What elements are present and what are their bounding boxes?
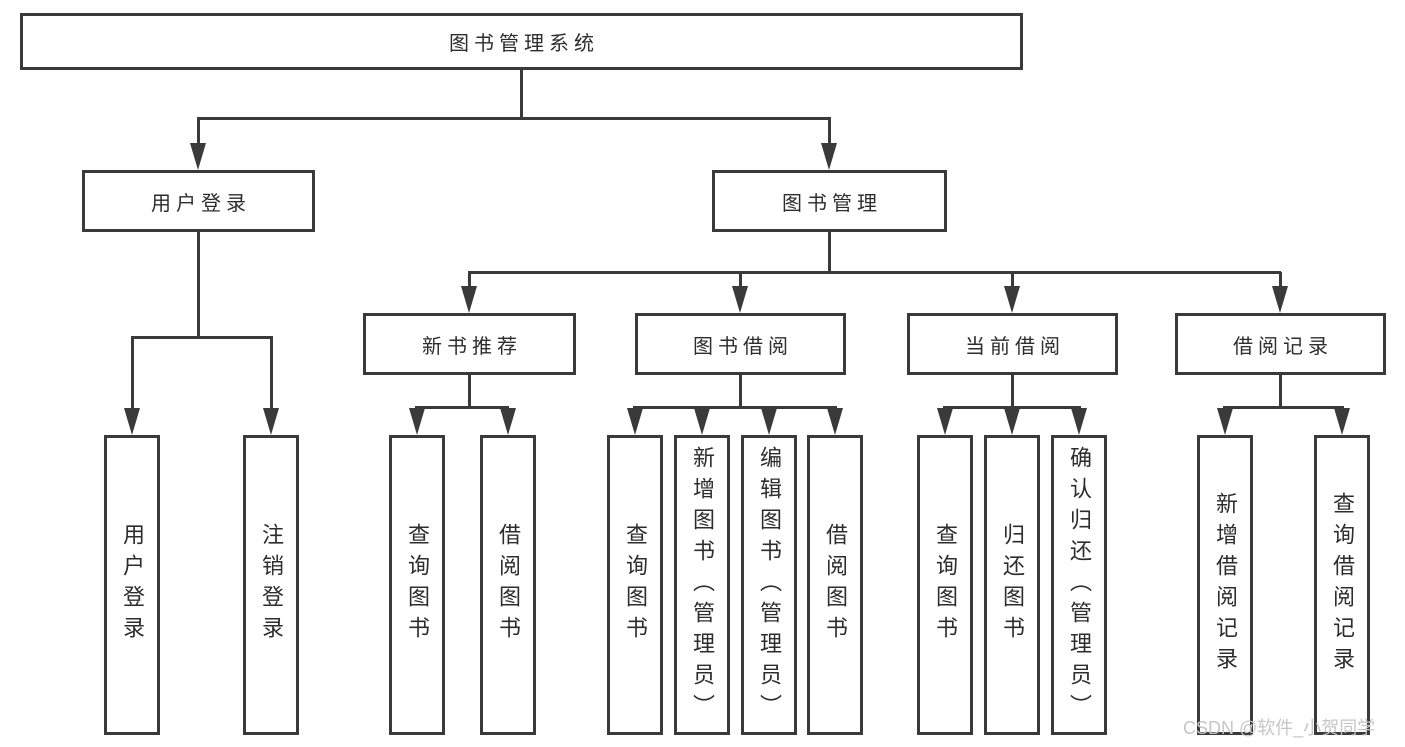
node-library-management-system: 图书管理系统 bbox=[20, 13, 1023, 70]
leaf-borrow-add-book-admin: 新增图书（管理员） bbox=[674, 435, 730, 735]
connector-stub bbox=[739, 375, 742, 407]
connector-line bbox=[828, 118, 831, 145]
arrowhead-down-icon bbox=[461, 286, 477, 313]
arrowhead-down-icon bbox=[821, 143, 837, 170]
leaf-borrow-borrow-book: 借阅图书 bbox=[807, 435, 863, 735]
connector-line bbox=[131, 337, 134, 410]
connector-root-stub bbox=[520, 70, 523, 118]
arrowhead-down-icon bbox=[500, 408, 516, 435]
arrowhead-down-icon bbox=[1217, 408, 1233, 435]
arrowhead-down-icon bbox=[827, 408, 843, 435]
connector-book-mgmt-stub bbox=[828, 232, 831, 273]
leaf-current-confirm-return-admin: 确认归还（管理员） bbox=[1051, 435, 1107, 735]
leaf-current-return-book: 归还图书 bbox=[984, 435, 1040, 735]
arrowhead-down-icon bbox=[124, 408, 140, 435]
leaf-record-add-borrow-record: 新增借阅记录 bbox=[1197, 435, 1253, 735]
connector-hline bbox=[415, 406, 509, 409]
arrowhead-down-icon bbox=[1004, 286, 1020, 313]
watermark-text: CSDN @软件_小贺同学 bbox=[1183, 718, 1376, 738]
node-current-borrow: 当前借阅 bbox=[907, 313, 1118, 375]
connector-line bbox=[1011, 272, 1014, 288]
connector-line bbox=[1279, 272, 1282, 288]
node-book-management: 图书管理 bbox=[712, 170, 947, 232]
arrowhead-down-icon bbox=[627, 408, 643, 435]
leaf-newbook-borrow-book: 借阅图书 bbox=[480, 435, 536, 735]
arrowhead-down-icon bbox=[409, 408, 425, 435]
leaf-current-query-book: 查询图书 bbox=[917, 435, 973, 735]
arrowhead-down-icon bbox=[732, 286, 748, 313]
leaf-user-login: 用户登录 bbox=[104, 435, 160, 735]
arrowhead-down-icon bbox=[263, 408, 279, 435]
connector-book-mgmt-hline bbox=[468, 271, 1281, 274]
connector-line bbox=[197, 118, 200, 145]
node-borrow-records: 借阅记录 bbox=[1175, 313, 1386, 375]
connector-line bbox=[270, 337, 273, 410]
node-new-book-recommend: 新书推荐 bbox=[363, 313, 576, 375]
connector-hline bbox=[633, 406, 837, 409]
node-user-login: 用户登录 bbox=[82, 170, 315, 232]
connector-user-login-hline bbox=[131, 336, 273, 339]
leaf-newbook-query-book: 查询图书 bbox=[389, 435, 445, 735]
leaf-borrow-query-book: 查询图书 bbox=[607, 435, 663, 735]
connector-root-hline bbox=[197, 117, 831, 120]
leaf-record-query-borrow-record: 查询借阅记录 bbox=[1314, 435, 1370, 735]
node-book-borrow: 图书借阅 bbox=[635, 313, 846, 375]
connector-hline bbox=[1223, 406, 1344, 409]
arrowhead-down-icon bbox=[1272, 286, 1288, 313]
arrowhead-down-icon bbox=[1334, 408, 1350, 435]
arrowhead-down-icon bbox=[694, 408, 710, 435]
connector-stub bbox=[1279, 375, 1282, 407]
connector-user-login-stub bbox=[197, 232, 200, 337]
connector-hline bbox=[943, 406, 1081, 409]
leaf-logout-login: 注销登录 bbox=[243, 435, 299, 735]
arrowhead-down-icon bbox=[761, 408, 777, 435]
arrowhead-down-icon bbox=[1071, 408, 1087, 435]
connector-stub bbox=[1011, 375, 1014, 407]
connector-stub bbox=[468, 375, 471, 407]
connector-line bbox=[468, 272, 471, 288]
connector-line bbox=[739, 272, 742, 288]
arrowhead-down-icon bbox=[937, 408, 953, 435]
arrowhead-down-icon bbox=[190, 143, 206, 170]
leaf-borrow-edit-book-admin: 编辑图书（管理员） bbox=[741, 435, 797, 735]
arrowhead-down-icon bbox=[1004, 408, 1020, 435]
